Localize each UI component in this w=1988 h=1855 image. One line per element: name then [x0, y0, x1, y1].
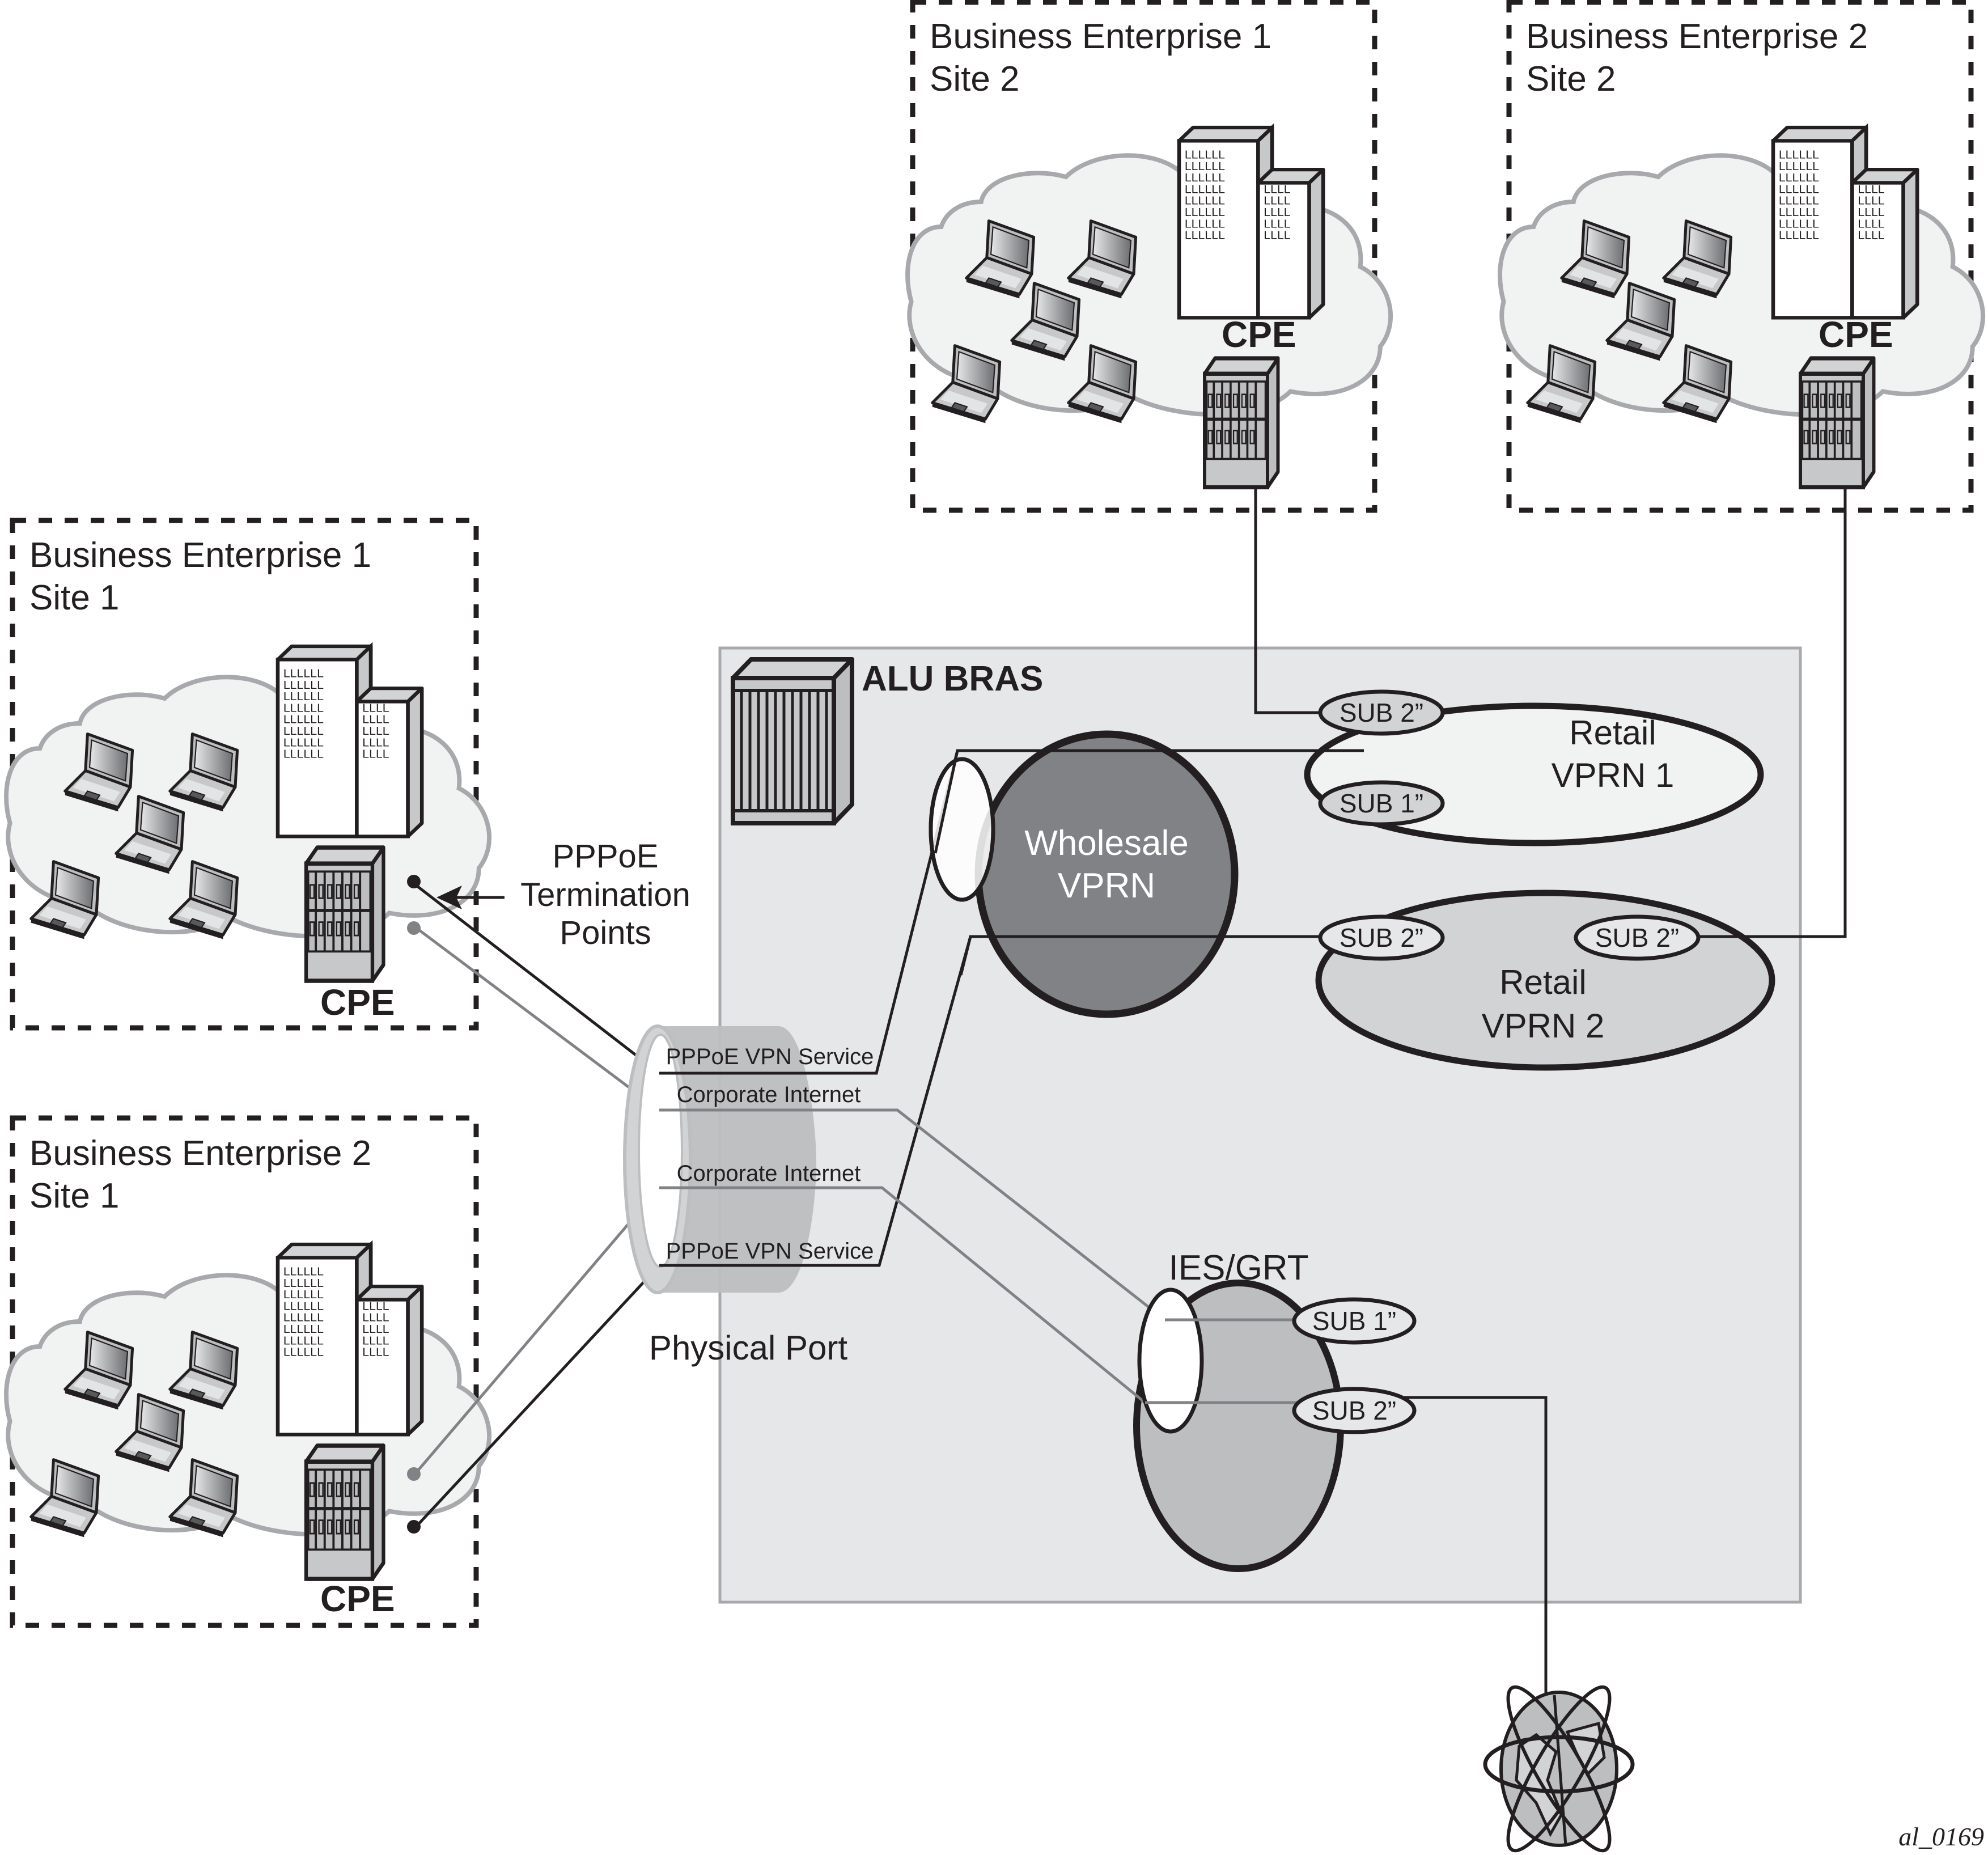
site-be2-site2: Business Enterprise 2 Site 2 CPE: [1500, 0, 1983, 513]
cpe-router-icon[interactable]: [306, 1446, 384, 1579]
wholesale-vprn-line2: VPRN: [1058, 866, 1155, 905]
link-label: PPPoE VPN Service: [666, 1044, 874, 1069]
site-title-line2: Site 1: [29, 1176, 120, 1216]
retail-vprn2[interactable]: Retail VPRN 2 SUB 2” SUB 2”: [1315, 890, 1775, 1071]
figure-id: al_0169: [1898, 1822, 1984, 1851]
physical-port[interactable]: [623, 1024, 816, 1294]
link-be1-site2[interactable]: [1254, 489, 1320, 714]
office-building-icon: [278, 646, 422, 836]
ies-sap[interactable]: [1137, 1288, 1297, 1434]
cpe-label: CPE: [320, 1578, 395, 1619]
site-title-line2: Site 1: [29, 578, 120, 617]
site-be2-site1: Business Enterprise 2 Site 1 CPE: [6, 1115, 489, 1628]
wholesale-vprn[interactable]: Wholesale VPRN: [974, 730, 1239, 1018]
sub-node[interactable]: [1292, 1387, 1417, 1434]
cpe-label: CPE: [320, 982, 395, 1023]
arrow-left-icon: [436, 886, 462, 909]
cpe-label: CPE: [1819, 314, 1893, 355]
retail-vprn1[interactable]: Retail VPRN 1 SUB 2” SUB 1”: [1304, 689, 1764, 846]
cpe-router-icon[interactable]: [306, 848, 384, 981]
link-be2-site2[interactable]: [1698, 489, 1847, 938]
site-be1-site2: Business Enterprise 1 Site 2 CPE: [908, 0, 1391, 513]
annotation-line1: PPPoE: [553, 838, 659, 875]
cpe-router-icon[interactable]: [1800, 358, 1874, 488]
retail-vprn2-line2: VPRN 2: [1482, 1007, 1605, 1045]
cpe-label: CPE: [1222, 314, 1296, 355]
site-title-line1: Business Enterprise 1: [29, 536, 371, 575]
globe-icon[interactable]: [1483, 1676, 1635, 1855]
sub-node[interactable]: [1318, 780, 1445, 827]
office-building-icon: [1773, 128, 1917, 317]
wholesale-vprn-line1: Wholesale: [1024, 824, 1188, 863]
site-boundary: [10, 1115, 479, 1628]
retail-vprn1-line2: VPRN 1: [1552, 756, 1675, 794]
site-boundary: [910, 0, 1377, 513]
office-building-icon: [1179, 128, 1323, 317]
link-label: Corporate Internet: [677, 1161, 861, 1186]
link-internet[interactable]: [1341, 1396, 1548, 1729]
office-building-icon: [278, 1244, 422, 1434]
sub-label: SUB 2”: [1595, 923, 1679, 952]
link-label: Corporate Internet: [677, 1082, 861, 1107]
termination-annotation: PPPoE Termination Points: [436, 838, 690, 951]
bras-title: ALU BRAS: [862, 659, 1043, 698]
site-title-line2: Site 2: [1526, 60, 1616, 99]
sub-label: SUB 2”: [1340, 698, 1423, 727]
ies-grt-title: IES/GRT: [1169, 1248, 1309, 1288]
site-be1-site1: Business Enterprise 1 Site 1 CPE: [6, 518, 489, 1031]
sub-label: SUB 1”: [1312, 1306, 1396, 1336]
sub-label: SUB 1”: [1340, 789, 1423, 818]
bras-chassis-icon: [731, 657, 854, 825]
termination-point-icon[interactable]: [407, 921, 421, 935]
site-title-line1: Business Enterprise 2: [29, 1134, 371, 1173]
sub-label: SUB 2”: [1312, 1396, 1396, 1425]
termination-point-icon[interactable]: [407, 1520, 421, 1534]
link-label: PPPoE VPN Service: [666, 1239, 874, 1264]
termination-point-icon[interactable]: [407, 875, 421, 888]
site-title-line2: Site 2: [930, 60, 1020, 99]
retail-vprn2-line1: Retail: [1499, 963, 1586, 1001]
physical-port-label: Physical Port: [649, 1329, 847, 1367]
retail-vprn1-line1: Retail: [1569, 714, 1656, 752]
site-title-line1: Business Enterprise 1: [930, 17, 1271, 56]
annotation-line2: Termination: [520, 876, 690, 913]
site-title-line1: Business Enterprise 2: [1526, 17, 1868, 56]
cpe-router-icon[interactable]: [1205, 358, 1278, 488]
termination-point-icon[interactable]: [407, 1467, 421, 1481]
annotation-line3: Points: [559, 914, 651, 951]
wholesale-sap-fill: [929, 749, 998, 976]
site-boundary: [1506, 0, 1974, 513]
site-boundary: [10, 518, 479, 1031]
sub-label: SUB 2”: [1340, 923, 1423, 952]
sub-node[interactable]: [1292, 1297, 1417, 1345]
